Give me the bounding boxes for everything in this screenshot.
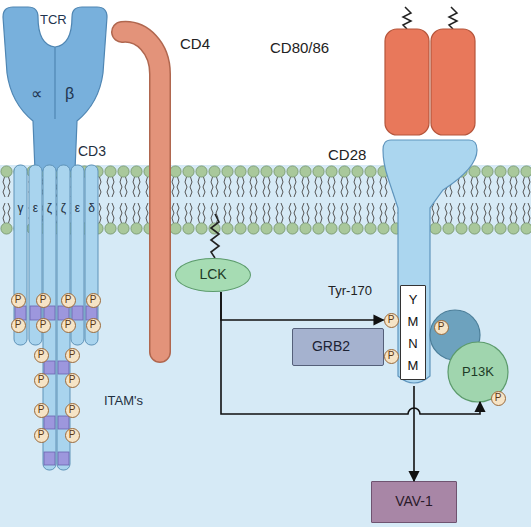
node-label: β xyxy=(65,85,74,103)
node-label: LCK xyxy=(199,267,226,282)
phosphate-label: P xyxy=(40,320,47,330)
ymnm-motif: Y M N M xyxy=(400,285,426,380)
itam-motif xyxy=(72,306,83,320)
node-label: CD4 xyxy=(180,36,210,53)
cd4-coreceptor-outline xyxy=(110,22,220,367)
node-label: TCR xyxy=(40,13,67,27)
node-label: P13K xyxy=(462,365,494,379)
cd80-86-ligand: CD80/86 xyxy=(383,5,477,137)
phosphate-circle: P xyxy=(11,293,26,308)
phosphate-label: P xyxy=(69,430,76,440)
phosphate-label: P xyxy=(90,295,97,305)
phosphate-label: P xyxy=(38,405,45,415)
phosphate-circle: P xyxy=(36,318,51,333)
lipid-anchor xyxy=(403,7,411,29)
node-label: CD28 xyxy=(328,147,366,164)
itam-motif xyxy=(44,452,55,465)
lck-kinase: LCK xyxy=(175,258,251,292)
ligand-lobe xyxy=(431,29,475,135)
phosphate-circle: P xyxy=(34,373,49,388)
phosphate-label: P xyxy=(40,295,47,305)
lipid-anchor xyxy=(449,7,457,29)
itam-motif xyxy=(58,361,69,374)
node-label: ∝ xyxy=(31,85,42,103)
phosphate-circle: P xyxy=(491,391,506,406)
chain-divider xyxy=(54,47,55,119)
phosphate-circle: P xyxy=(434,320,449,335)
residue-label: Tyr-170 xyxy=(328,284,372,298)
node-label: ε xyxy=(71,202,84,215)
cd4-coreceptor: CD4 xyxy=(110,22,220,367)
phosphate-label: P xyxy=(38,350,45,360)
phosphate-circle: P xyxy=(36,293,51,308)
itam-motif xyxy=(44,416,55,429)
node-label: CD80/86 xyxy=(270,40,329,57)
phosphate-label: P xyxy=(388,315,395,325)
itam-motif xyxy=(58,452,69,465)
phosphate-label: P xyxy=(65,295,72,305)
node-label: Y M N M xyxy=(408,289,419,377)
node-label: GRB2 xyxy=(312,339,350,354)
cd3-complex: CD3γεζζεδITAM'sPPPPPPPPPPPPPPPP xyxy=(10,165,100,475)
lipid-anchor xyxy=(211,214,219,258)
itam-motif xyxy=(58,416,69,429)
ligand-lobe xyxy=(385,29,429,135)
node-label: ε xyxy=(29,202,42,215)
cd80-86-ligand-outline xyxy=(383,5,477,137)
phosphate-circle: P xyxy=(34,403,49,418)
grb2-adaptor: GRB2 xyxy=(292,328,384,366)
node-label: γ xyxy=(14,202,27,215)
phosphate-circle: P xyxy=(86,293,101,308)
node-label: δ xyxy=(85,202,98,215)
node-label: ζ xyxy=(43,202,56,215)
phosphate-label: P xyxy=(15,320,22,330)
phosphate-label: P xyxy=(69,375,76,385)
signal-arrow xyxy=(413,386,415,481)
phosphate-label: P xyxy=(38,430,45,440)
phosphate-circle: P xyxy=(65,403,80,418)
node-label: CD3 xyxy=(78,144,106,159)
node-label: VAV-1 xyxy=(395,494,433,509)
phosphate-circle: P xyxy=(384,313,399,328)
phosphate-label: P xyxy=(69,405,76,415)
phosphate-label: P xyxy=(495,393,502,403)
cd4-outline xyxy=(122,32,160,352)
signal-arrow xyxy=(221,292,480,414)
phosphate-label: P xyxy=(38,375,45,385)
pi3k-catalytic xyxy=(448,342,508,402)
phosphate-circle: P xyxy=(65,373,80,388)
cytoplasm xyxy=(0,165,531,527)
cd4-rod xyxy=(122,32,160,352)
vav1-box: VAV-1 xyxy=(371,481,457,523)
tcr-shape xyxy=(3,7,107,171)
phosphate-circle: P xyxy=(61,318,76,333)
phosphate-label: P xyxy=(90,320,97,330)
phosphate-label: P xyxy=(69,350,76,360)
phosphate-label: P xyxy=(15,295,22,305)
itam-motif xyxy=(44,361,55,374)
node-label: ITAM's xyxy=(104,394,143,408)
phosphate-circle: P xyxy=(384,349,399,364)
node-label: ζ xyxy=(57,202,70,215)
phosphate-circle: P xyxy=(65,348,80,363)
phosphate-label: P xyxy=(65,320,72,330)
phosphate-label: P xyxy=(388,351,395,361)
phosphate-circle: P xyxy=(34,428,49,443)
phosphate-circle: P xyxy=(61,293,76,308)
cd3-chain xyxy=(71,165,84,345)
phosphate-label: P xyxy=(438,322,445,332)
phosphate-circle: P xyxy=(11,318,26,333)
phosphate-circle: P xyxy=(65,428,80,443)
phosphate-circle: P xyxy=(34,348,49,363)
phosphate-circle: P xyxy=(86,318,101,333)
